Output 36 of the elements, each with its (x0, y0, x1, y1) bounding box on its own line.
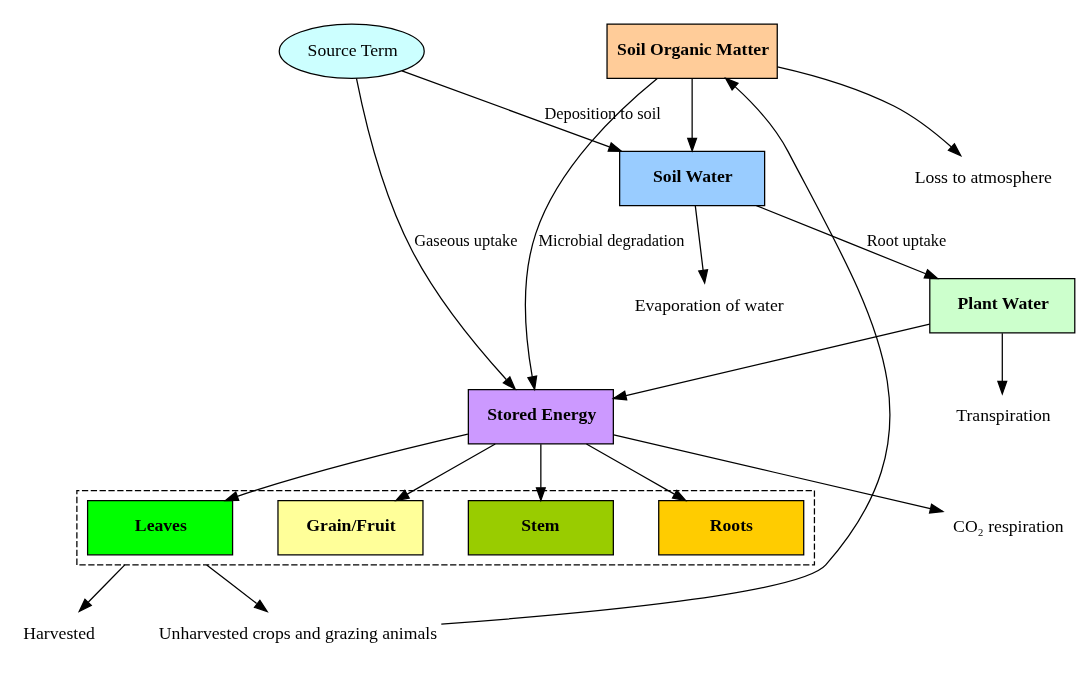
node-box: Soil Organic Matter (606, 22, 778, 79)
arrow (755, 204, 940, 279)
node-box: Stored Energy (467, 388, 614, 444)
arrow (611, 323, 931, 401)
node-text: Harvested (23, 622, 95, 643)
arrow (77, 563, 126, 613)
arrow (524, 77, 658, 391)
arrow (223, 432, 469, 501)
node-text: Loss to atmosphere (914, 166, 1052, 187)
arrow (997, 332, 1008, 396)
node-text: Transpiration (956, 404, 1051, 425)
node-text: Evaporation of water (634, 293, 784, 314)
node-ellipse: Source Term (278, 22, 425, 79)
node-text: CO₂ respiration (953, 515, 1064, 536)
arrow (686, 77, 698, 153)
arrow (355, 77, 517, 391)
edge-label: Gaseous uptake (414, 230, 518, 250)
node-box: Stem (467, 499, 614, 555)
arrow (401, 69, 624, 152)
arrow (206, 563, 269, 613)
arrow (440, 76, 891, 625)
arrow (535, 443, 547, 502)
arrow (776, 65, 963, 157)
node-box: Leaves (86, 499, 234, 555)
node-box: Grain/Fruit (277, 499, 424, 555)
edge-label: Deposition to soil (544, 103, 661, 123)
arrow (613, 433, 945, 514)
edge-label: Microbial degradation (538, 230, 685, 250)
node-box: Roots (658, 499, 805, 555)
arrow (694, 204, 709, 285)
arrow (585, 442, 688, 501)
node-box: Plant Water (929, 277, 1076, 334)
node-text: Unharvested crops and grazing animals (158, 622, 438, 643)
edge-label: Root uptake (866, 230, 947, 250)
node-box: Soil Water (619, 150, 766, 206)
arrow (394, 442, 496, 501)
